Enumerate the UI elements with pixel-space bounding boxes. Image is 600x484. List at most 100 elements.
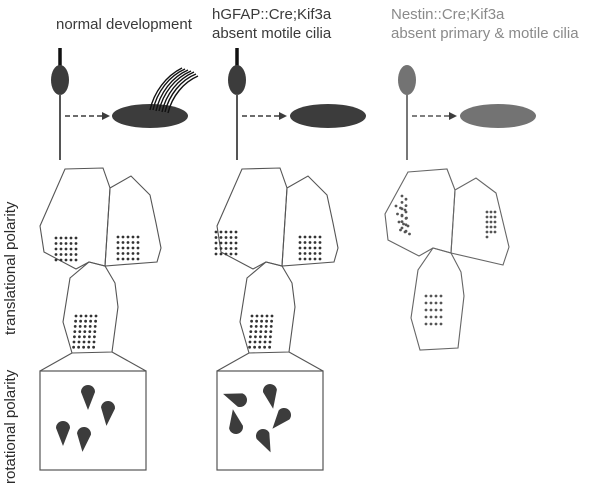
basal-body-dot [87, 340, 91, 344]
basal-body-dot [260, 314, 264, 318]
basal-body-dot [219, 247, 223, 250]
basal-body-dot [73, 335, 76, 339]
basal-body-dot [83, 330, 87, 333]
basal-body-dot [439, 315, 443, 319]
basal-body-dot [439, 294, 443, 298]
basal-body-dot [402, 222, 405, 226]
basal-body-dot [493, 210, 497, 214]
basal-body-dot [131, 246, 135, 250]
basal-body-dot [308, 252, 312, 255]
basal-body-dot [400, 207, 404, 211]
ependymal-cell [460, 104, 536, 128]
basal-body-dot [313, 257, 317, 261]
basal-body-dot [424, 308, 428, 312]
basal-body-dot [74, 258, 78, 262]
basal-body-dot [439, 301, 443, 305]
basal-body-dot [400, 220, 404, 224]
basal-body-dot [59, 258, 63, 262]
basal-body-dot [77, 345, 80, 349]
basal-body-dot [270, 314, 274, 318]
basal-body-dot [74, 247, 78, 251]
basal-body-dot [260, 319, 263, 323]
cell-outline [384, 168, 456, 257]
basal-body-dot [434, 315, 438, 319]
basal-body-dot [429, 294, 433, 298]
basal-body-dot [74, 319, 77, 323]
basal-body-dot [116, 257, 120, 261]
basal-body-dot [313, 246, 317, 250]
basal-body-dot [69, 253, 73, 256]
basal-body-dot [303, 241, 307, 244]
radial-glia-body [228, 65, 246, 95]
column-2-cells [216, 167, 339, 354]
basal-body-dot [59, 236, 63, 240]
basal-body-dot [489, 215, 493, 219]
basal-body-dot [126, 241, 130, 244]
basal-body-dot [214, 252, 218, 256]
basal-body-dot [87, 345, 90, 349]
column-2-basal-bodies [223, 384, 291, 453]
basal-body-dot [439, 322, 443, 326]
basal-body-dot [78, 330, 82, 333]
column-1-zoom-lines [39, 351, 147, 372]
basal-body-dot [303, 246, 307, 250]
basal-body-dot [434, 308, 438, 312]
basal-body-dot [94, 319, 97, 323]
basal-body-dot [219, 252, 223, 256]
basal-body-dot [234, 230, 238, 234]
basal-body-dot [249, 325, 253, 328]
basal-body-dot [121, 235, 125, 239]
basal-body-dot [408, 232, 411, 236]
basal-body-dot [219, 230, 223, 234]
basal-body-dot [268, 340, 272, 344]
basal-body-dot [116, 235, 120, 239]
cell-outline [410, 247, 465, 351]
basal-body-dot [258, 340, 262, 344]
basal-body-dot [298, 252, 302, 255]
basal-body-dot [54, 242, 58, 245]
cell-outline [62, 261, 119, 354]
basal-body-dot [255, 319, 258, 323]
basal-body-dot [404, 229, 408, 233]
basal-body-dot [93, 330, 97, 333]
basal-body-dot [424, 294, 428, 298]
basal-body-dot [78, 335, 81, 339]
column-title-nestin: Nestin::Cre;Kif3a absent primary & motil… [391, 5, 579, 43]
basal-body-dot [434, 294, 438, 298]
basal-body-dot [89, 314, 93, 318]
basal-body-shape [223, 393, 247, 407]
basal-body-dot [404, 204, 408, 208]
column-2-radial-glia [228, 48, 366, 160]
basal-body-dot [121, 241, 125, 244]
basal-body-dot [264, 325, 268, 328]
basal-body-dot [74, 314, 78, 318]
basal-body-dot [64, 247, 68, 251]
basal-body-shape [256, 429, 271, 453]
basal-body-dot [69, 242, 73, 245]
motile-cilia-bundle [149, 67, 199, 114]
basal-body-dot [54, 247, 58, 251]
column-2-dots [214, 230, 322, 349]
basal-body-dot [429, 315, 433, 319]
basal-body-dot [400, 213, 404, 217]
basal-body-dot [136, 252, 140, 255]
column-title-normal: normal development [56, 15, 192, 34]
basal-body-dot [318, 241, 322, 244]
basal-body-dot [303, 235, 307, 239]
basal-body-dot [229, 241, 233, 245]
basal-body-dot [489, 225, 493, 229]
basal-body-dot [126, 257, 130, 261]
basal-body-dot [254, 325, 258, 328]
basal-body-shape [81, 385, 95, 410]
basal-body-dot [84, 314, 88, 318]
basal-body-dot [92, 340, 96, 344]
basal-body-dot [72, 345, 75, 349]
basal-body-dot [234, 247, 238, 250]
basal-body-dot [93, 325, 97, 328]
basal-body-dot [79, 319, 82, 323]
basal-body-dot [303, 252, 307, 255]
basal-body-dot [400, 201, 404, 204]
basal-body-dot [264, 330, 268, 333]
basal-body-dot [229, 247, 233, 250]
basal-body-dot [224, 241, 228, 245]
